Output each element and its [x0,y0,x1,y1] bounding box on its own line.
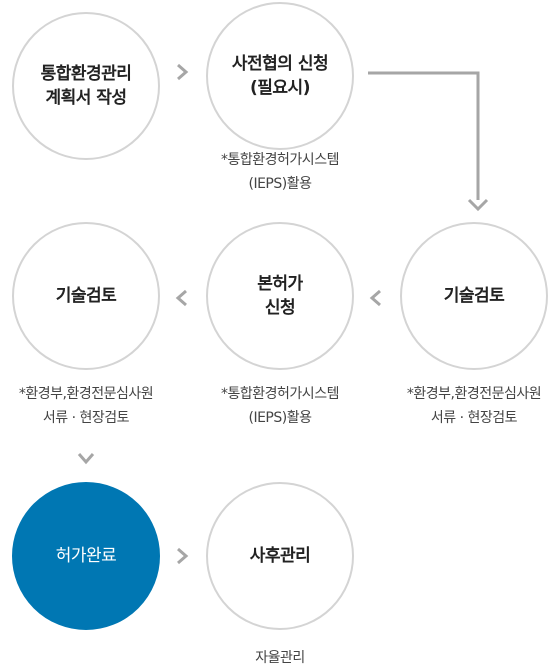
step-note: 자율관리 [255,650,305,666]
step-note: *환경부,환경전문심사원 서류 · 현장검토 [406,386,542,426]
step-tech-review-pre: 기술검토 [400,222,548,370]
chevron-right-icon [177,63,189,81]
step-permit-complete: 허가완료 [12,482,160,630]
chevron-left-icon [175,289,187,307]
step-pre-consultation: 사전협의 신청 (필요시) [206,2,354,150]
step-label: 기술검토 [55,286,117,306]
chevron-left-icon [369,289,381,307]
step-label: 통합환경관리 계획서 작성 [40,64,132,108]
step-label: 본허가 신청 [257,274,303,318]
step-post-management: 사후관리 [206,482,354,630]
step-label: 허가완료 [55,546,117,566]
step-label: 기술검토 [443,286,505,306]
step-note: *통합환경허가시스템 (IEPS)활용 [221,386,339,426]
step-main-permit-application: 본허가 신청 [206,222,354,370]
step-tech-review-final: 기술검토 [12,222,160,370]
chevron-down-icon [77,453,95,465]
chevron-right-icon [177,547,189,565]
step-label: 사후관리 [249,546,311,566]
step-label: 사전협의 신청 (필요시) [231,54,329,98]
step-note: *환경부,환경전문심사원 서류 · 현장검토 [18,386,154,426]
step-plan-writing: 통합환경관리 계획서 작성 [12,12,160,160]
step-note: *통합환경허가시스템 (IEPS)활용 [221,152,339,192]
